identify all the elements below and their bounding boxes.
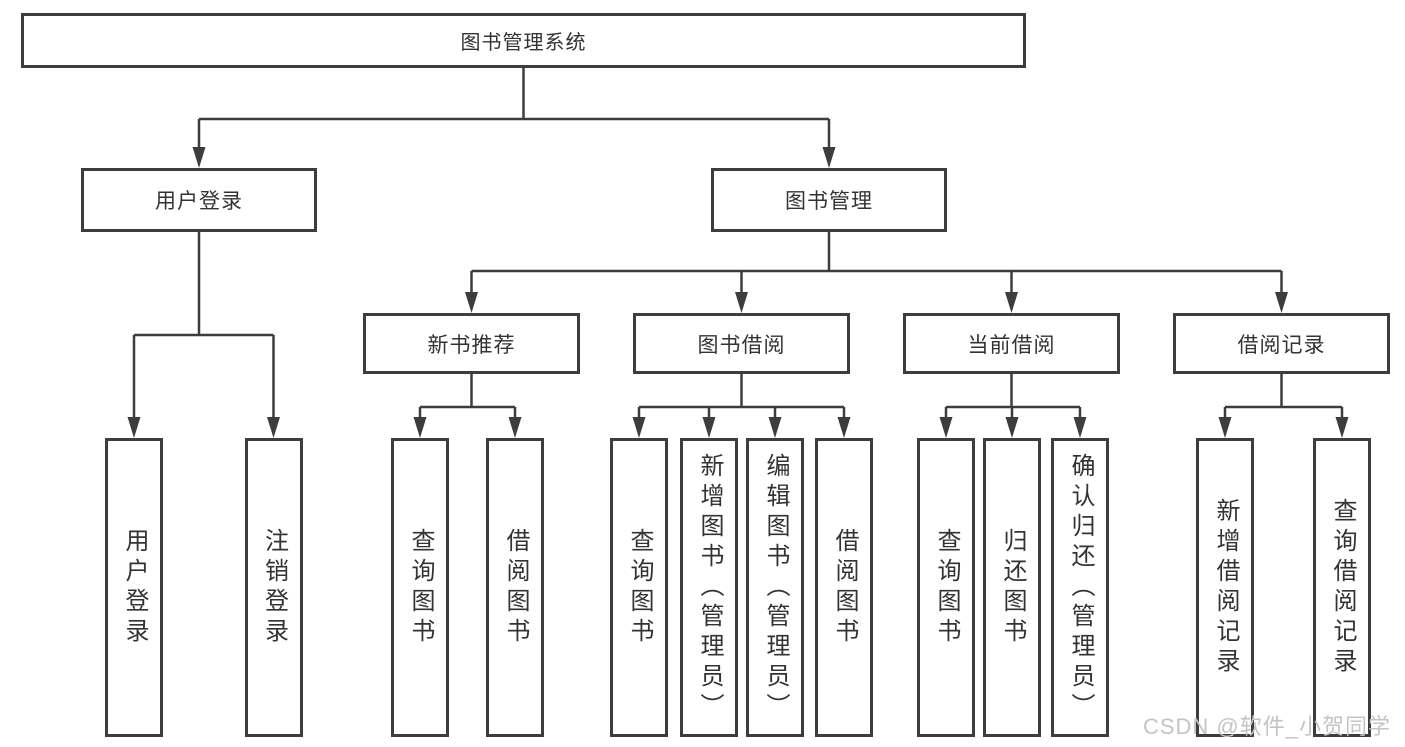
node-book-management-label: 图书管理	[785, 190, 873, 213]
node-book-borrowing-label: 图书借阅	[697, 333, 786, 357]
leaf-query-borrow-record-label: 查询借阅记录	[1329, 497, 1356, 678]
leaf-borrow-books-2: 借阅图书	[815, 438, 873, 737]
leaf-borrow-books-1: 借阅图书	[486, 438, 544, 737]
leaf-query-books-1: 查询图书	[391, 438, 449, 737]
leaf-return-books: 归还图书	[983, 438, 1041, 737]
leaf-query-books-3: 查询图书	[917, 438, 975, 737]
leaf-logout-label: 注销登录	[260, 527, 288, 648]
leaf-confirm-return-admin: 确认归还（管理员）	[1051, 438, 1109, 737]
leaf-query-books-2-label: 查询图书	[626, 527, 653, 648]
leaf-logout: 注销登录	[244, 438, 303, 737]
node-root-system: 图书管理系统	[21, 13, 1026, 68]
node-new-book-recommend-label: 新书推荐	[427, 333, 516, 357]
leaf-borrow-books-2-label: 借阅图书	[831, 527, 858, 648]
node-new-book-recommend: 新书推荐	[363, 313, 580, 374]
node-user-login-label: 用户登录	[155, 190, 243, 213]
leaf-add-borrow-record: 新增借阅记录	[1196, 438, 1254, 737]
csdn-watermark: CSDN @软件_小贺同学	[1142, 714, 1391, 739]
leaf-edit-books-admin: 编辑图书（管理员）	[746, 438, 804, 737]
node-root-label: 图书管理系统	[460, 32, 587, 54]
leaf-confirm-return-admin-label: 确认归还（管理员）	[1067, 452, 1094, 723]
node-borrowing-records: 借阅记录	[1173, 313, 1390, 374]
leaf-borrow-books-1-label: 借阅图书	[502, 527, 529, 648]
leaf-add-books-admin-label: 新增图书（管理员）	[696, 452, 723, 723]
node-book-management: 图书管理	[711, 168, 947, 232]
node-current-borrowing-label: 当前借阅	[967, 333, 1056, 357]
leaf-add-borrow-record-label: 新增借阅记录	[1212, 497, 1239, 678]
leaf-user-login-label: 用户登录	[121, 527, 148, 648]
node-user-login: 用户登录	[81, 168, 317, 232]
leaf-query-books-2: 查询图书	[610, 438, 668, 737]
leaf-query-books-1-label: 查询图书	[407, 527, 434, 648]
node-borrowing-records-label: 借阅记录	[1237, 333, 1326, 357]
leaf-query-borrow-record: 查询借阅记录	[1313, 438, 1371, 737]
leaf-query-books-3-label: 查询图书	[933, 527, 960, 648]
node-book-borrowing: 图书借阅	[633, 313, 850, 374]
node-current-borrowing: 当前借阅	[903, 313, 1120, 374]
leaf-user-login: 用户登录	[105, 438, 163, 737]
leaf-add-books-admin: 新增图书（管理员）	[680, 438, 738, 737]
leaf-return-books-label: 归还图书	[999, 527, 1026, 648]
leaf-edit-books-admin-label: 编辑图书（管理员）	[762, 452, 789, 723]
